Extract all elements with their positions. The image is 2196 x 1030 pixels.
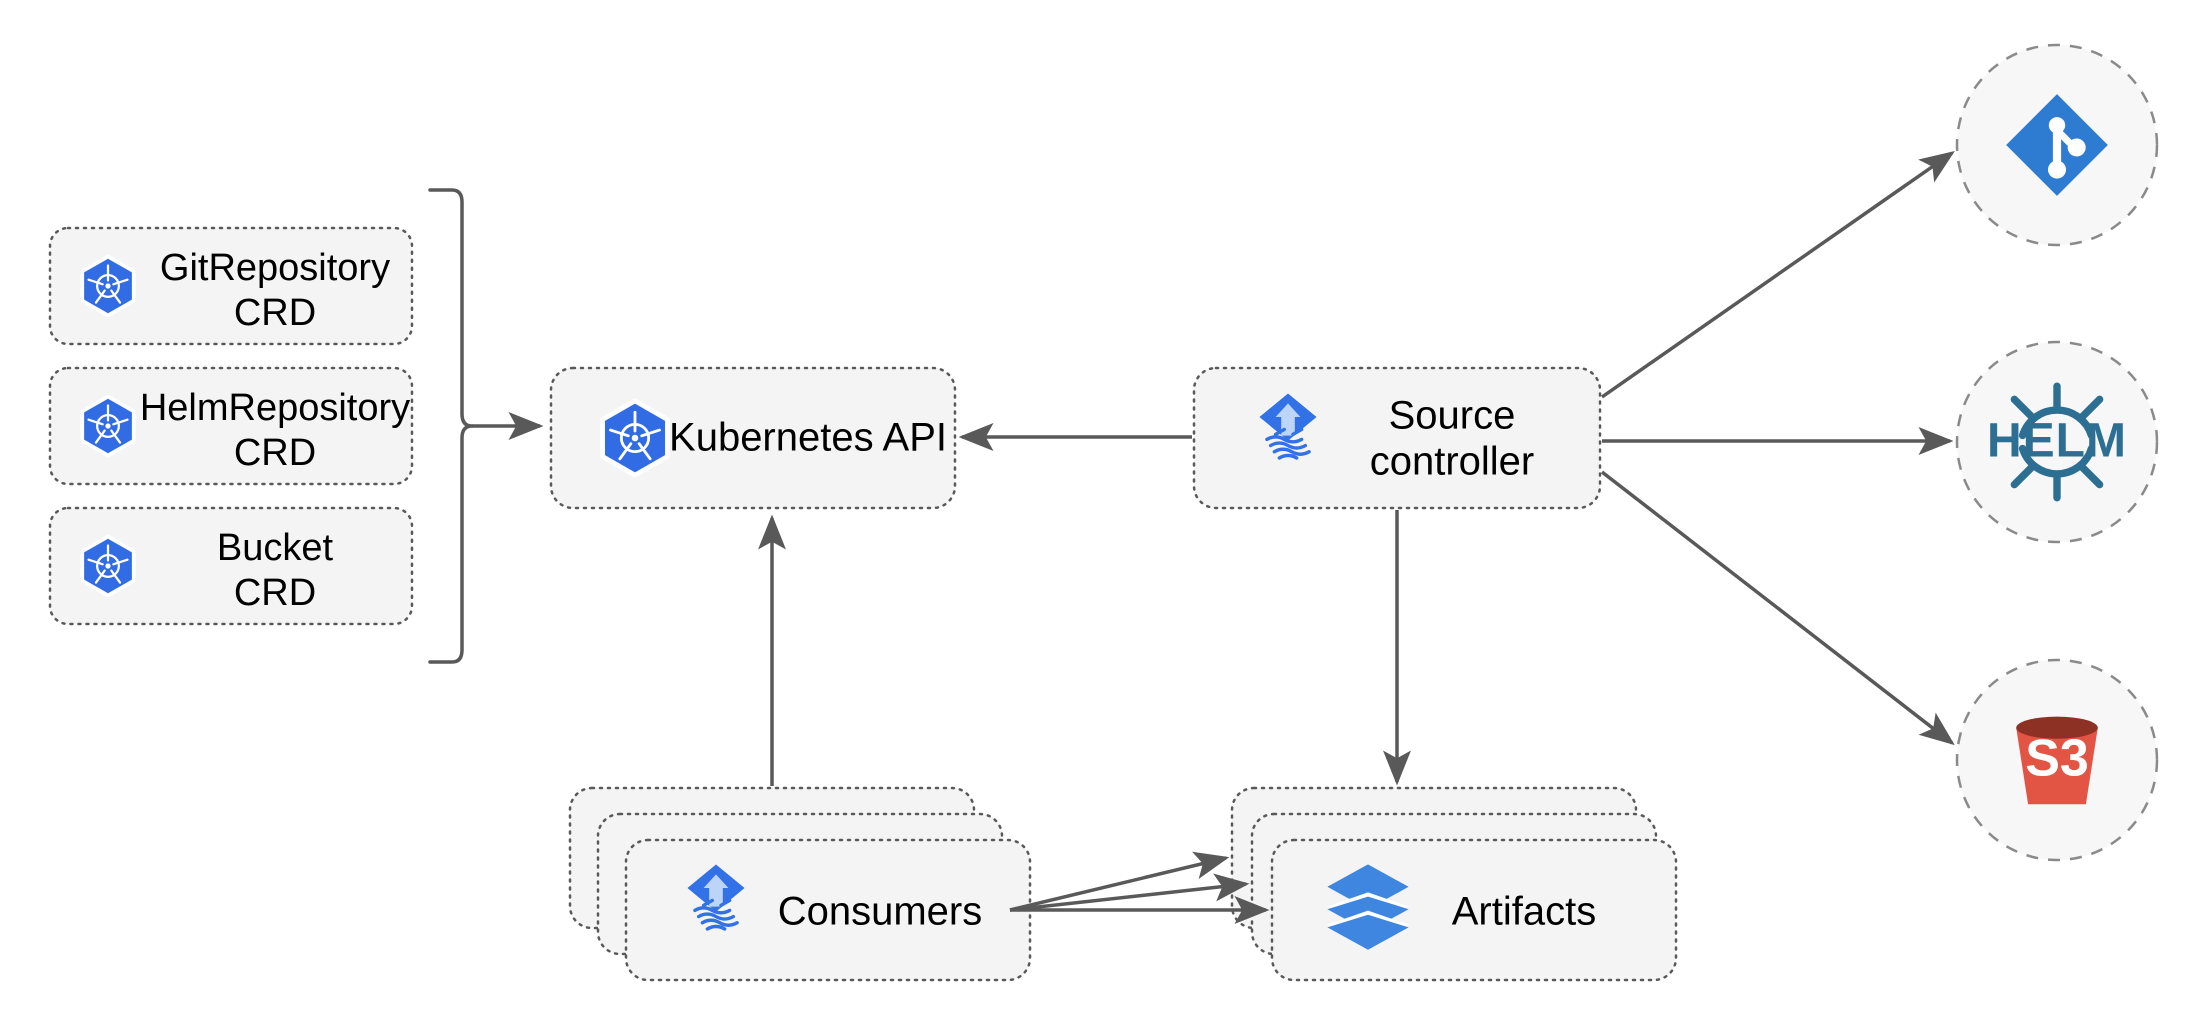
node-kubernetes-api[interactable]: Kubernetes API: [549, 366, 957, 510]
kubernetes-icon: [83, 257, 133, 314]
source-circle-helm[interactable]: HELM: [1955, 340, 2159, 544]
crd-label-line2: CRD: [234, 292, 316, 334]
node-label-source-controller-line2: controller: [1370, 440, 1535, 484]
kubernetes-icon: [604, 402, 666, 474]
kubernetes-icon: [83, 537, 133, 594]
node-label-consumers: Consumers: [778, 890, 983, 934]
crd-label-line1: Bucket: [217, 527, 334, 569]
crd-label-line1: GitRepository: [160, 247, 390, 289]
source-circle-git[interactable]: [1955, 43, 2159, 247]
crd-label-line2: CRD: [234, 432, 316, 474]
helm-label: HELM: [1987, 415, 2127, 468]
node-label-kubernetes-api: Kubernetes API: [669, 416, 947, 460]
crd-box-helmrepository[interactable]: HelmRepository CRD: [48, 366, 414, 486]
node-label-artifacts: Artifacts: [1452, 890, 1596, 934]
node-label-source-controller-line1: Source: [1389, 394, 1516, 438]
kubernetes-icon: [83, 397, 133, 454]
node-consumers[interactable]: Consumers: [568, 786, 1032, 982]
crd-group-brace: [428, 188, 474, 664]
crd-label-line2: CRD: [234, 572, 316, 614]
edge-consumers-to-artifacts-back: [1009, 851, 1230, 912]
crd-box-gitrepository[interactable]: GitRepository CRD: [48, 226, 414, 346]
s3-label: S3: [2025, 730, 2089, 788]
edge-consumers-to-artifacts-middle: [1009, 873, 1250, 912]
edge-source-controller-to-git: [1600, 150, 1955, 399]
crd-box-bucket[interactable]: Bucket CRD: [48, 506, 414, 626]
source-circle-s3[interactable]: S3: [1955, 658, 2159, 862]
edge-source-controller-to-s3: [1600, 470, 1955, 746]
crd-label-line1: HelmRepository: [140, 387, 410, 429]
node-source-controller[interactable]: Source controller: [1192, 366, 1602, 510]
node-artifacts[interactable]: Artifacts: [1230, 786, 1678, 982]
